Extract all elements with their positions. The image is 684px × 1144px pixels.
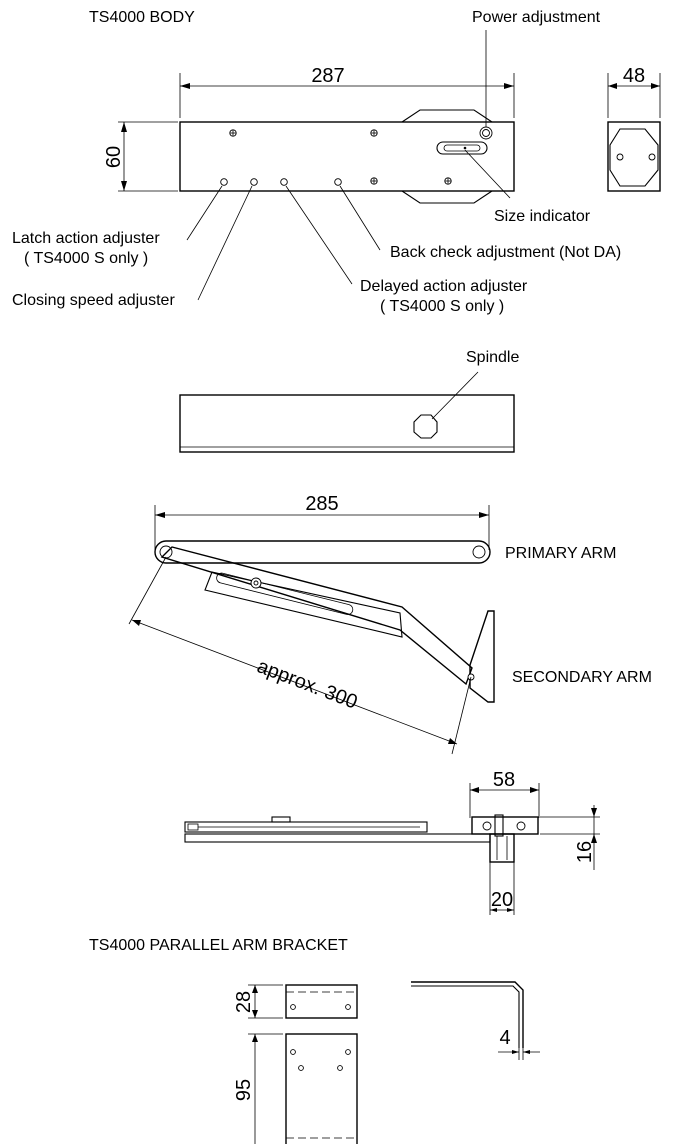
small-plate: [285, 984, 358, 1019]
body-length-dimension: 287: [311, 65, 344, 87]
secondary-arm: [160, 546, 473, 686]
primary-arm: [154, 540, 491, 564]
bracket-width-dimension: 58: [493, 769, 515, 791]
body-section: TS4000 BODY Power adjustment 287 60: [12, 9, 661, 315]
plate-thickness-dimension: 4: [499, 1027, 510, 1049]
arm-section: 285 PRIMARY ARM SECONDARY ARM approx. 30…: [128, 493, 652, 755]
plate-small-dimension: 28: [233, 991, 255, 1013]
large-plate: [285, 1033, 358, 1144]
delayed-action-note: ( TS4000 S only ): [380, 298, 504, 315]
arm-side-section: 58 16 20: [184, 769, 600, 915]
spindle-shape: [413, 414, 438, 439]
body-depth-dimension: 48: [623, 65, 645, 87]
back-check-label: Back check adjustment (Not DA): [390, 244, 621, 261]
parallel-bracket-section: TS4000 PARALLEL ARM BRACKET 28 4: [89, 937, 540, 1144]
body-height-dimension: 60: [103, 146, 125, 168]
body-side-view: [607, 121, 661, 192]
power-adjustment-label: Power adjustment: [472, 9, 601, 26]
spindle-label: Spindle: [466, 349, 519, 366]
bracket-post-dimension: 20: [491, 889, 513, 911]
primary-arm-label: PRIMARY ARM: [505, 545, 616, 562]
bracket-block: [471, 816, 539, 835]
latch-action-note: ( TS4000 S only ): [24, 250, 148, 267]
bracket-offset-dimension: 16: [574, 841, 596, 863]
body-bottom-view: [179, 394, 515, 453]
secondary-arm-label: SECONDARY ARM: [512, 669, 652, 686]
delayed-action-label: Delayed action adjuster: [360, 278, 528, 295]
secondary-arm-dimension: approx. 300: [254, 655, 361, 713]
spindle-section: Spindle: [179, 349, 519, 453]
latch-action-label: Latch action adjuster: [12, 230, 160, 247]
plate-large-dimension: 95: [233, 1079, 255, 1101]
closing-speed-label: Closing speed adjuster: [12, 292, 175, 309]
bracket-title: TS4000 PARALLEL ARM BRACKET: [89, 937, 348, 954]
size-indicator-label: Size indicator: [494, 208, 591, 225]
body-outline: [179, 121, 515, 192]
body-title: TS4000 BODY: [89, 9, 195, 26]
primary-arm-dimension: 285: [305, 493, 338, 515]
